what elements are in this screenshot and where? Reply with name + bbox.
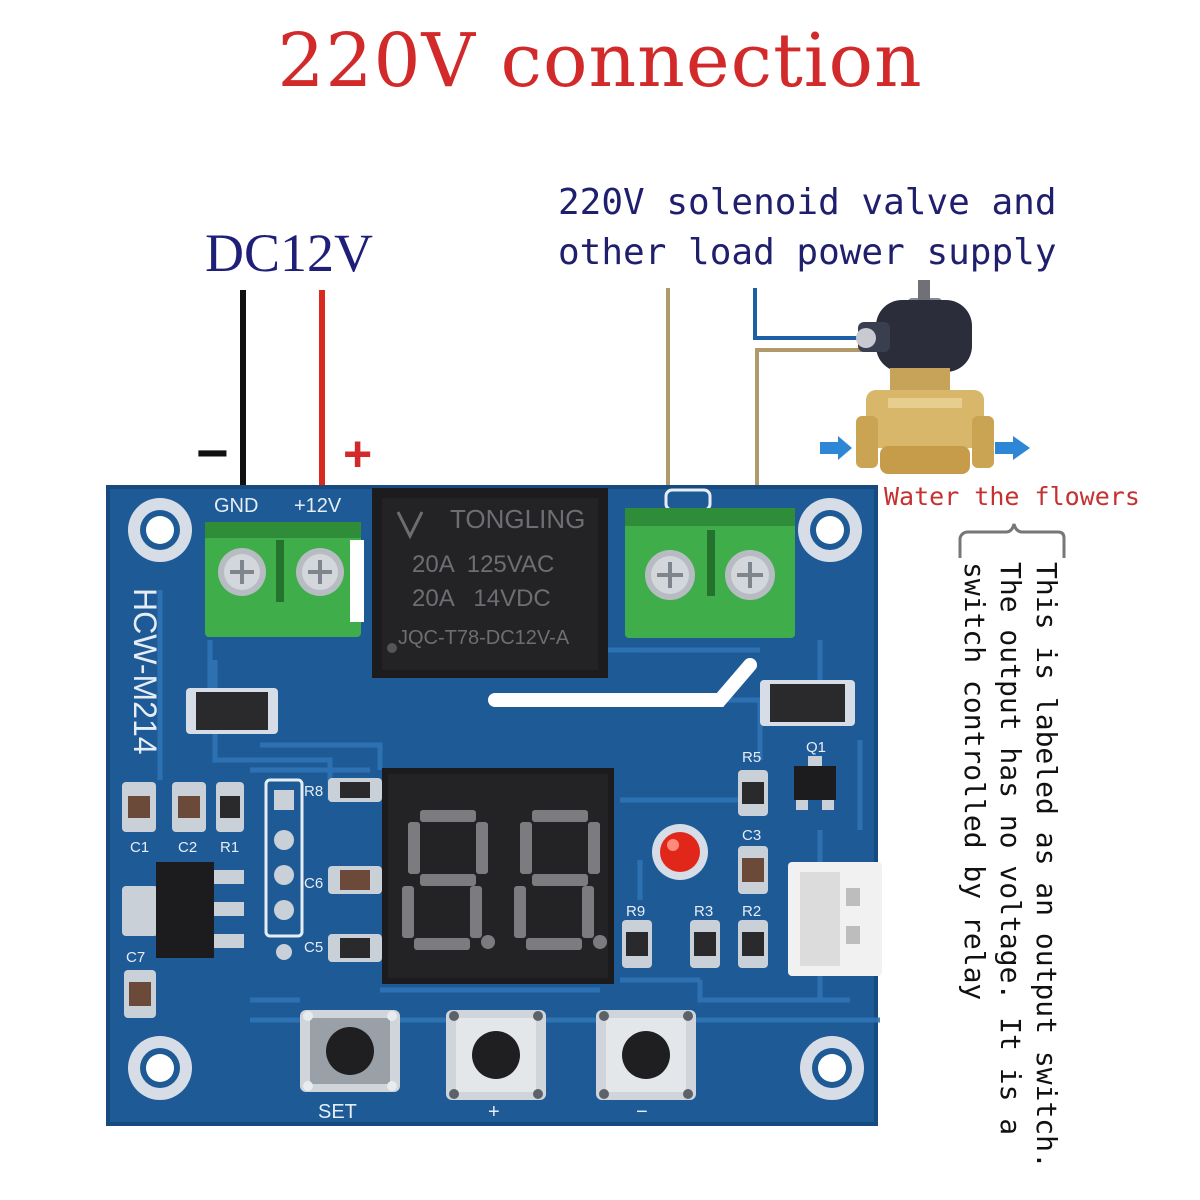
dc-supply-label: DC12V <box>205 223 374 283</box>
load-supply-label: 220V solenoid valve and other load power… <box>558 178 1057 278</box>
label-r5: R5 <box>742 749 761 766</box>
load-label-line2: other load power supply <box>558 232 1057 273</box>
voltage-regulator <box>122 862 244 958</box>
set-button[interactable] <box>300 1010 400 1092</box>
label-r2: R2 <box>742 903 761 920</box>
label-r3: R3 <box>694 903 713 920</box>
relay-model: JQC-T78-DC12V-A <box>398 627 570 649</box>
label-c2: C2 <box>178 839 197 856</box>
board-model-label: HCW-M214 <box>127 588 163 755</box>
flow-out-arrow-icon <box>995 436 1030 460</box>
label-r8: R8 <box>304 783 323 800</box>
output-note: This is labeled as an output switch. The… <box>958 562 1068 1169</box>
mounting-hole-icon <box>128 498 864 1100</box>
diode-left <box>186 688 278 734</box>
solenoid-valve-icon <box>856 280 994 474</box>
page-title: 220V connection <box>277 18 923 104</box>
label-c3: C3 <box>742 827 761 844</box>
sensor-connector <box>788 862 882 976</box>
pin-header <box>264 778 304 960</box>
seven-segment-display <box>382 768 614 984</box>
negative-sign: − <box>196 421 229 484</box>
plus-button[interactable] <box>446 1010 546 1100</box>
water-flowers-label: Water the flowers <box>884 482 1140 511</box>
wire-blue <box>753 288 868 340</box>
label-r9: R9 <box>626 903 645 920</box>
note-line-1: This is labeled as an output switch. <box>1030 562 1063 1169</box>
wire-brown-right <box>755 348 868 490</box>
load-label-line1: 220V solenoid valve and <box>558 182 1057 223</box>
set-button-label: SET <box>318 1101 357 1123</box>
relay-rating-2: 20A 14VDC <box>412 585 551 612</box>
note-bracket <box>958 523 1066 558</box>
minus-button[interactable] <box>596 1010 696 1100</box>
label-c6: C6 <box>304 875 323 892</box>
relay-brand: TONGLING <box>450 504 585 534</box>
relay-body <box>372 488 608 678</box>
gnd-label: GND <box>214 495 258 517</box>
positive-sign: + <box>343 426 373 482</box>
relay-rating-1: 20A 125VAC <box>412 551 554 578</box>
transistor-q1 <box>794 756 836 810</box>
label-r1: R1 <box>220 839 239 856</box>
minus-button-label: − <box>636 1101 648 1123</box>
flow-in-arrow-icon <box>820 436 852 460</box>
note-line-3: switch controlled by relay <box>958 562 991 1001</box>
label-c7: C7 <box>126 949 145 966</box>
diode-right <box>760 680 855 726</box>
smd-components <box>122 770 768 1018</box>
led-indicator-icon <box>652 824 708 880</box>
label-c1: C1 <box>130 839 149 856</box>
power-terminal-block <box>205 522 364 637</box>
label-q1: Q1 <box>806 739 826 756</box>
silkscreen-slot <box>488 658 757 707</box>
label-c5: C5 <box>304 939 323 956</box>
note-line-2: The output has no voltage. It is a <box>994 562 1027 1136</box>
pcb-board <box>106 485 882 1126</box>
output-terminal-block <box>625 488 795 638</box>
v12-label: +12V <box>294 495 342 517</box>
plus-button-label: + <box>488 1101 500 1123</box>
